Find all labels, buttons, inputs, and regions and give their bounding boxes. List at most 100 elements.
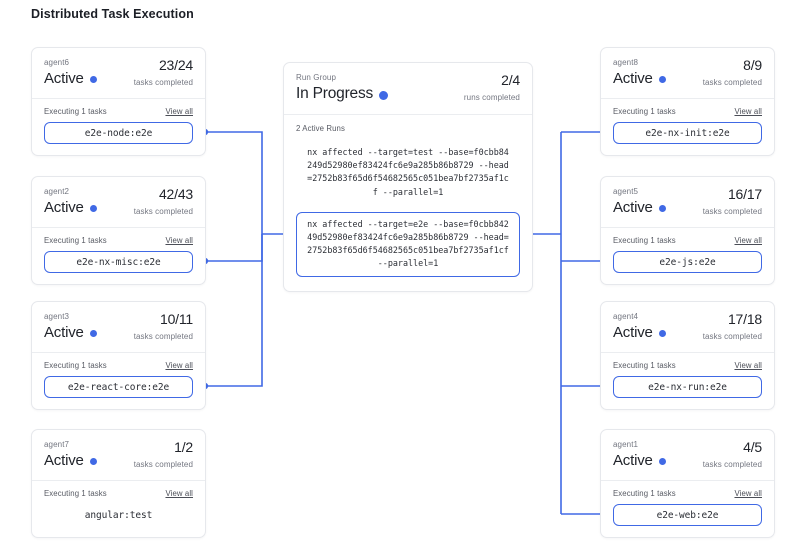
agent-card-header: agent2 Active 42/43 tasks completed <box>32 177 205 228</box>
agent-card-header: agent3 Active 10/11 tasks completed <box>32 302 205 353</box>
agent-status-label: Active <box>613 452 653 469</box>
task-pill[interactable]: e2e-js:e2e <box>613 251 762 273</box>
agent-card-agent6[interactable]: agent6 Active 23/24 tasks completed Exec… <box>31 47 206 156</box>
view-all-link[interactable]: View all <box>734 361 762 370</box>
agent-status-label: Active <box>44 324 84 341</box>
agent-card-agent5[interactable]: agent5 Active 16/17 tasks completed Exec… <box>600 176 775 285</box>
agent-task-count: 1/2 <box>174 439 193 455</box>
agent-status-label: Active <box>613 70 653 87</box>
view-all-link[interactable]: View all <box>165 489 193 498</box>
agent-card-body: Executing 1 tasks View all e2e-node:e2e <box>32 99 205 155</box>
executing-label: Executing 1 tasks <box>613 107 676 116</box>
view-all-link[interactable]: View all <box>734 489 762 498</box>
status-dot-icon <box>658 76 666 83</box>
agent-card-body: Executing 1 tasks View all e2e-nx-misc:e… <box>32 228 205 284</box>
view-all-link[interactable]: View all <box>165 361 193 370</box>
agent-status-label: Active <box>613 199 653 216</box>
executing-label: Executing 1 tasks <box>44 236 107 245</box>
agent-task-count-label: tasks completed <box>133 460 193 469</box>
agent-card-agent1[interactable]: agent1 Active 4/5 tasks completed Execut… <box>600 429 775 538</box>
agent-card-agent8[interactable]: agent8 Active 8/9 tasks completed Execut… <box>600 47 775 156</box>
agent-card-header: agent1 Active 4/5 tasks completed <box>601 430 774 481</box>
run-group-body: 2 Active Runs nx affected --target=test … <box>284 115 532 291</box>
agent-progress: 10/11 tasks completed <box>134 311 194 342</box>
run-group-progress: 2/4 runs completed <box>464 72 520 103</box>
status-dot-icon <box>89 330 97 337</box>
agent-card-header: agent6 Active 23/24 tasks completed <box>32 48 205 99</box>
wire-agent6 <box>205 131 263 234</box>
agent-name: agent5 <box>613 187 639 196</box>
status-dot-icon <box>379 90 389 100</box>
agent-task-count-label: tasks completed <box>702 78 762 87</box>
agent-body-header: Executing 1 tasks View all <box>613 361 762 370</box>
agent-body-header: Executing 1 tasks View all <box>613 107 762 116</box>
view-all-link[interactable]: View all <box>734 107 762 116</box>
run-command-e2e[interactable]: nx affected --target=e2e --base=f0cbb842… <box>296 211 520 277</box>
agent-card-header: agent4 Active 17/18 tasks completed <box>601 302 774 353</box>
agent-status-label: Active <box>44 452 84 469</box>
agent-task-count-label: tasks completed <box>702 332 762 341</box>
agent-card-body: Executing 1 tasks View all e2e-js:e2e <box>601 228 774 284</box>
agent-status: Active <box>613 451 762 470</box>
agent-card-agent2[interactable]: agent2 Active 42/43 tasks completed Exec… <box>31 176 206 285</box>
view-all-link[interactable]: View all <box>165 236 193 245</box>
run-group-count-label: runs completed <box>463 93 520 102</box>
agent-status: Active <box>44 451 193 470</box>
view-all-link[interactable]: View all <box>734 236 762 245</box>
agent-status-label: Active <box>44 70 84 87</box>
agent-card-agent3[interactable]: agent3 Active 10/11 tasks completed Exec… <box>31 301 206 410</box>
agent-body-header: Executing 1 tasks View all <box>613 489 762 498</box>
wire-agent2 <box>205 234 263 262</box>
executing-label: Executing 1 tasks <box>613 361 676 370</box>
agent-body-header: Executing 1 tasks View all <box>44 107 193 116</box>
task-pill[interactable]: e2e-nx-init:e2e <box>613 122 762 144</box>
agent-name: agent6 <box>44 58 70 67</box>
agent-body-header: Executing 1 tasks View all <box>44 489 193 498</box>
agent-card-agent4[interactable]: agent4 Active 17/18 tasks completed Exec… <box>600 301 775 410</box>
agent-status-label: Active <box>613 324 653 341</box>
agent-task-count: 23/24 <box>158 57 193 73</box>
agent-card-body: Executing 1 tasks View all e2e-nx-run:e2… <box>601 353 774 409</box>
agent-status: Active <box>44 198 193 217</box>
agent-task-count: 10/11 <box>160 311 193 327</box>
status-dot-icon <box>89 76 97 83</box>
agent-task-count: 16/17 <box>727 186 762 202</box>
agent-progress: 17/18 tasks completed <box>702 311 763 342</box>
executing-label: Executing 1 tasks <box>613 489 676 498</box>
agent-card-header: agent5 Active 16/17 tasks completed <box>601 177 774 228</box>
view-all-link[interactable]: View all <box>165 107 193 116</box>
agent-name: agent3 <box>44 312 70 321</box>
wire-agent3 <box>205 234 263 387</box>
status-dot-icon <box>658 330 666 337</box>
task-pill[interactable]: angular:test <box>84 509 153 521</box>
agent-task-count-label: tasks completed <box>133 207 193 216</box>
agent-name: agent2 <box>44 187 70 196</box>
executing-label: Executing 1 tasks <box>44 489 107 498</box>
agent-card-agent7[interactable]: agent7 Active 1/2 tasks completed Execut… <box>31 429 206 538</box>
run-group-label: Run Group <box>296 73 337 82</box>
agent-body-header: Executing 1 tasks View all <box>613 236 762 245</box>
executing-label: Executing 1 tasks <box>44 361 107 370</box>
agent-status: Active <box>613 198 762 217</box>
agent-progress: 1/2 tasks completed <box>133 439 194 470</box>
run-group-header: Run Group In Progress 2/4 runs completed <box>284 63 532 115</box>
task-pill[interactable]: e2e-react-core:e2e <box>44 376 193 398</box>
run-command-test[interactable]: nx affected --target=test --base=f0cbb84… <box>307 147 509 197</box>
agent-name: agent4 <box>613 312 639 321</box>
agent-task-count: 8/9 <box>743 57 762 73</box>
task-pill[interactable]: e2e-node:e2e <box>44 122 193 144</box>
run-group-status-label: In Progress <box>296 85 374 102</box>
agent-status-label: Active <box>44 199 84 216</box>
task-pill[interactable]: e2e-nx-misc:e2e <box>44 251 193 273</box>
agent-status: Active <box>613 69 762 88</box>
agent-status: Active <box>613 323 762 342</box>
agent-task-count: 17/18 <box>727 311 762 327</box>
agent-card-body: Executing 1 tasks View all e2e-web:e2e <box>601 481 774 537</box>
run-group-card[interactable]: Run Group In Progress 2/4 runs completed… <box>283 62 533 292</box>
task-pill[interactable]: e2e-nx-run:e2e <box>613 376 762 398</box>
status-dot-icon <box>658 458 666 465</box>
status-dot-icon <box>89 205 97 212</box>
executing-label: Executing 1 tasks <box>613 236 676 245</box>
task-pill[interactable]: e2e-web:e2e <box>613 504 762 526</box>
